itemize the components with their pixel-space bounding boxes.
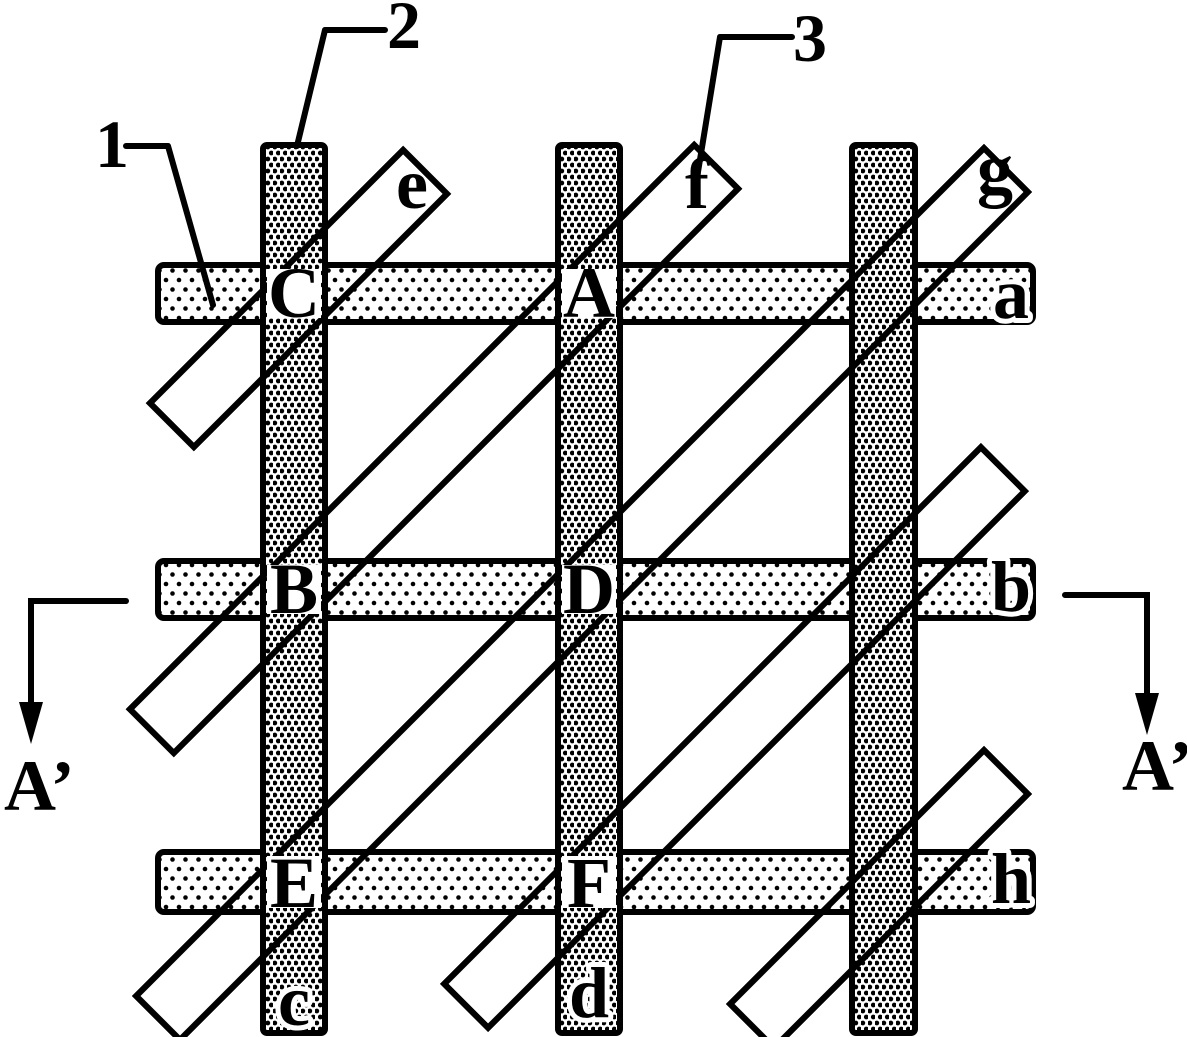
section-arrowhead-left [19, 702, 43, 744]
diagonal-bar-5-outline [725, 745, 1033, 1037]
diagonal-label-e: e [396, 144, 428, 224]
diagonal-bar-f-outline [125, 140, 743, 758]
diagonal-bar-4-outline [439, 442, 1030, 1033]
section-label-left: A’ [4, 746, 75, 826]
crossing-label-cells [267, 269, 616, 908]
section-marker-left: A’ [4, 598, 129, 826]
cell-E [267, 856, 321, 908]
callout-leader-2 [294, 27, 388, 149]
row-end-label-b: b [991, 547, 1031, 627]
diagonal-label-g: g [977, 129, 1013, 209]
crossing-label-E: E [270, 843, 318, 923]
section-arrowhead-right [1135, 693, 1159, 735]
callout-leader-3 [694, 34, 795, 181]
section-label-right: A’ [1122, 726, 1187, 806]
col-end-label-c: c [278, 961, 310, 1037]
crossing-label-B: B [270, 549, 318, 629]
col-end-label-d: d [569, 953, 609, 1033]
cell-B [267, 565, 321, 614]
section-marker-right: A’ [1062, 592, 1187, 806]
section-line-left [28, 598, 129, 709]
callout-leader-1 [123, 143, 216, 308]
crossing-label-A: A [563, 253, 615, 333]
diagonal-bar-g-outline [131, 143, 1033, 1037]
callout-number-2: 2 [387, 0, 421, 63]
crossing-label-F: F [567, 843, 611, 923]
callout-number-3: 3 [793, 0, 827, 76]
crossing-label-C: C [268, 253, 320, 333]
row-end-label-h: h [991, 839, 1031, 919]
cell-A [562, 269, 616, 318]
vertical-electrodes [260, 142, 918, 1036]
section-line-right [1062, 592, 1150, 700]
diagonal-label-f: f [685, 144, 710, 224]
diagonal-bar-4-body [439, 442, 1030, 1033]
callout-number-1: 1 [95, 106, 129, 182]
cell-D [562, 565, 616, 614]
diagonal-bar-f-body [125, 140, 743, 758]
cell-F [562, 856, 616, 908]
row-end-label-a: a [993, 254, 1029, 334]
cell-C [267, 269, 321, 318]
crossing-label-D: D [563, 549, 615, 629]
vertical-bar-col-3 [849, 142, 918, 1036]
